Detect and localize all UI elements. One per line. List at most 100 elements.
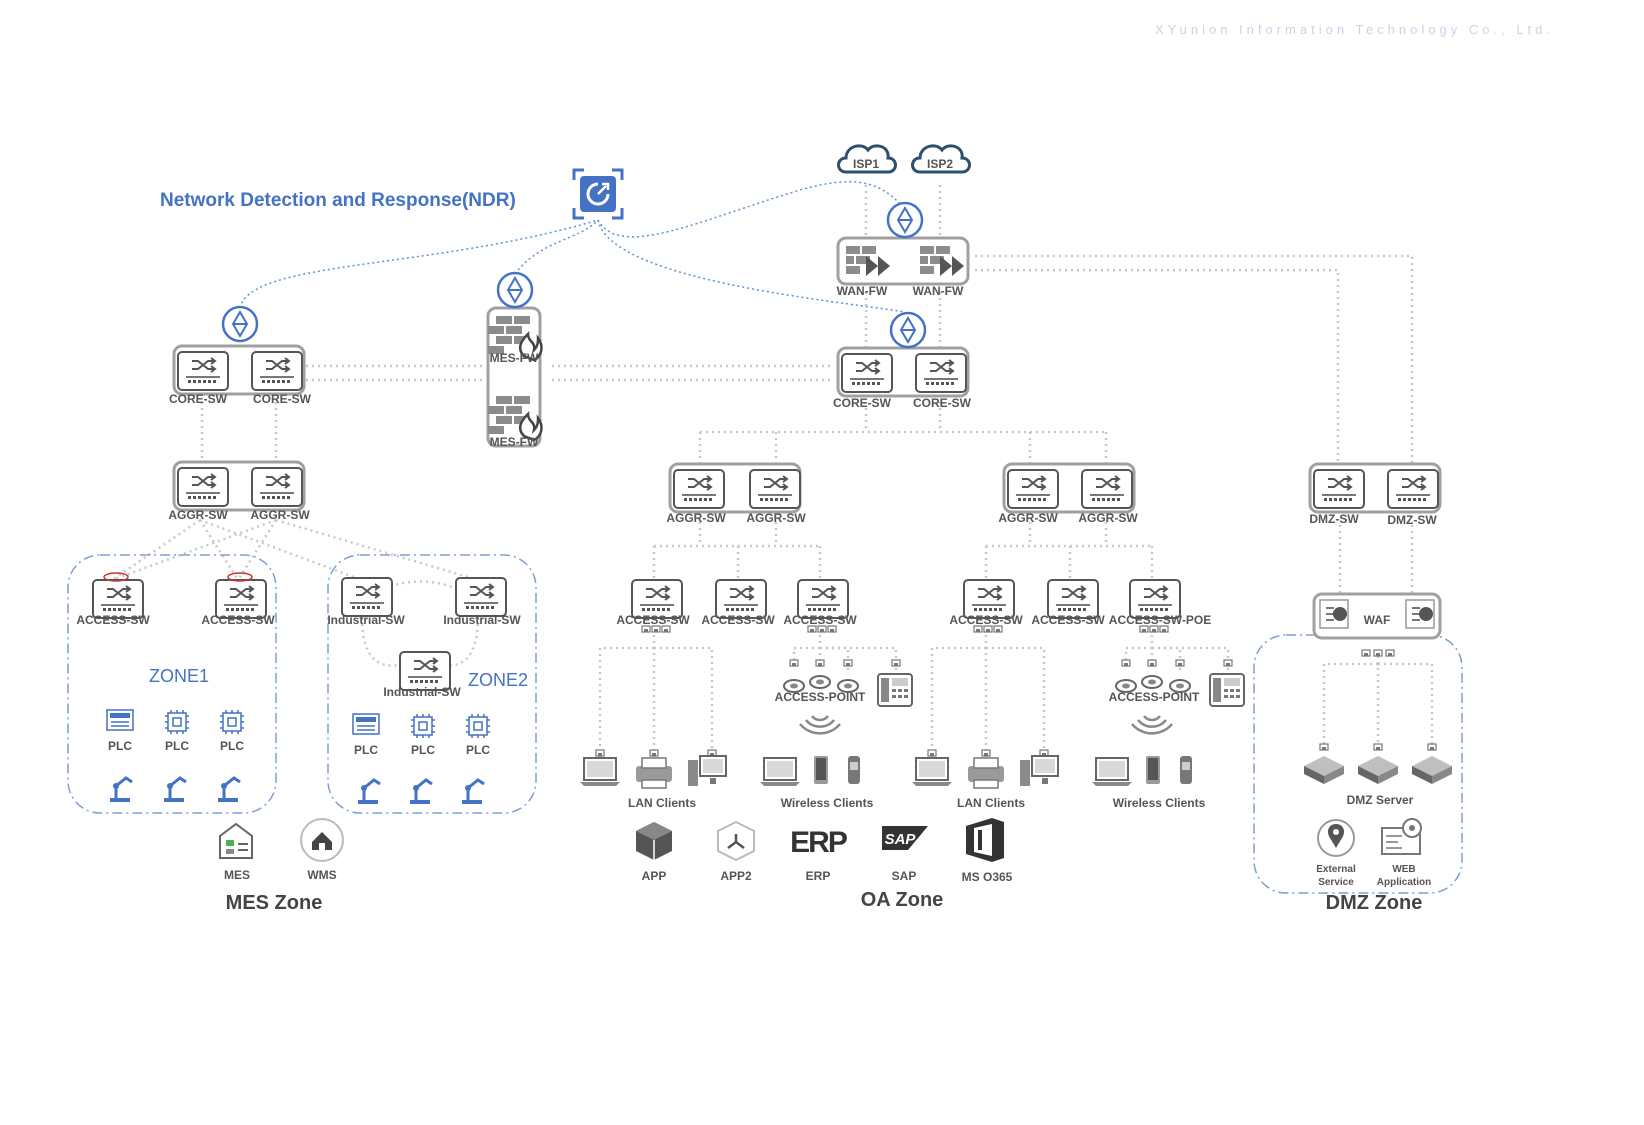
oa-access-sw-5[interactable]: ACCESS-SW xyxy=(1031,579,1105,627)
access-sw-label: ACCESS-SW xyxy=(616,613,690,627)
wireless-clients-right[interactable]: Wireless Clients xyxy=(1091,756,1206,810)
web-application[interactable]: WEB Application xyxy=(1377,818,1431,888)
wan-fw-label-1: WAN-FW xyxy=(837,284,888,298)
access-point-group-right[interactable]: ACCESS-POINT xyxy=(1109,675,1200,735)
robot-arm-icon xyxy=(108,776,134,804)
desktop-icon xyxy=(687,755,727,787)
isp1-cloud[interactable]: ISP1 xyxy=(837,144,897,174)
dmz-zone-box xyxy=(1253,634,1463,894)
switch-icon xyxy=(915,353,967,393)
lan-clients-label: LAN Clients xyxy=(957,796,1025,810)
aggr-sw-label: AGGR-SW xyxy=(1078,511,1138,525)
oa-app-app[interactable]: APP xyxy=(636,822,672,883)
access-point-icon xyxy=(1141,675,1163,689)
mes-fw-label-2: MES-FW xyxy=(490,435,539,449)
plc-icon xyxy=(219,709,245,735)
isp2-cloud[interactable]: ISP2 xyxy=(911,144,971,174)
desktop-icon xyxy=(1019,755,1059,787)
ndr-sensor-icon[interactable] xyxy=(572,168,624,220)
oa-app-erp[interactable]: ERP ERP xyxy=(790,826,849,883)
oa-app-sap[interactable]: SAP SAP xyxy=(882,826,928,883)
lan-clients-right[interactable]: LAN Clients xyxy=(911,755,1059,810)
svg-text:SAP: SAP xyxy=(885,831,917,848)
zone2-plc-3: PLC xyxy=(465,713,491,757)
switch-icon xyxy=(251,467,303,507)
mes-fw-label-1: MES-FW xyxy=(490,351,539,365)
oa-app-label: MS O365 xyxy=(962,870,1013,884)
laptop-icon xyxy=(1091,757,1133,787)
waf[interactable]: WAF xyxy=(1312,592,1442,640)
zone1-title: ZONE1 xyxy=(149,666,209,686)
plc-label: PLC xyxy=(466,743,490,757)
zone2-industrial-sw-2[interactable]: Industrial-SW xyxy=(443,577,521,627)
location-pin-icon xyxy=(1328,824,1344,848)
aggr-sw-label: AGGR-SW xyxy=(998,511,1058,525)
wan-fw-pair[interactable]: WAN-FW WAN-FW xyxy=(836,236,970,298)
oa-access-sw-4[interactable]: ACCESS-SW xyxy=(949,579,1023,627)
wifi-icon xyxy=(798,714,842,735)
zone2-industrial-sw-3[interactable]: Industrial-SW xyxy=(383,651,461,699)
zone1-box xyxy=(67,554,277,814)
wireless-clients-label: Wireless Clients xyxy=(781,796,874,810)
ndr-mirror-links xyxy=(239,181,906,313)
oa-app-ms-o365[interactable]: MS O365 xyxy=(962,818,1013,884)
mes-app-label: MES xyxy=(224,868,250,882)
wireless-clients-left[interactable]: Wireless Clients xyxy=(759,756,874,810)
aggr-sw-label: AGGR-SW xyxy=(746,511,806,525)
port-icons xyxy=(595,625,1437,757)
external-service-label-1: External xyxy=(1316,864,1356,875)
mobile-phone-icon xyxy=(1180,756,1192,784)
traffic-mirror-icon xyxy=(889,311,927,349)
company-name: XYunion Information Technology Co., Ltd. xyxy=(1155,22,1554,37)
plc-label: PLC xyxy=(354,743,378,757)
oa-app-label: SAP xyxy=(892,869,917,883)
oa-access-sw-1[interactable]: ACCESS-SW xyxy=(616,579,690,627)
zone2-title: ZONE2 xyxy=(468,670,528,690)
access-point-label: ACCESS-POINT xyxy=(1109,690,1200,704)
oa-app-label: ERP xyxy=(806,869,831,883)
zone1-plc-2: PLC xyxy=(164,709,190,753)
oa-access-sw-2[interactable]: ACCESS-SW xyxy=(701,579,775,627)
access-sw-label: ACCESS-SW xyxy=(783,613,857,627)
plc-icon xyxy=(352,713,380,735)
ip-phone-icon[interactable] xyxy=(877,673,913,707)
ip-phone-icon[interactable] xyxy=(1209,673,1245,707)
server-icon xyxy=(1304,756,1344,784)
mes-fw-pair[interactable]: MES-FW MES-FW xyxy=(486,306,543,449)
lan-clients-left[interactable]: LAN Clients xyxy=(579,755,727,810)
mes-core-sw-pair[interactable]: CORE-SW CORE-SW xyxy=(169,344,312,406)
oa-app-label: APP xyxy=(642,869,667,883)
zone1-access-sw-1[interactable]: ACCESS-SW xyxy=(76,572,150,627)
dmz-servers[interactable]: DMZ Server xyxy=(1304,756,1452,807)
switch-icon xyxy=(177,351,229,391)
zone2-industrial-sw-1[interactable]: Industrial-SW xyxy=(327,577,405,627)
robot-arm-icon xyxy=(356,778,382,806)
oa-aggr-sw-pair-left[interactable]: AGGR-SW AGGR-SW xyxy=(666,462,806,525)
switch-icon xyxy=(749,469,801,509)
external-service[interactable]: External Service xyxy=(1316,819,1356,888)
ndr-title: Network Detection and Response(NDR) xyxy=(160,190,516,211)
waf-label: WAF xyxy=(1364,613,1391,627)
oa-zone-title: OA Zone xyxy=(861,889,944,911)
oa-aggr-sw-pair-right[interactable]: AGGR-SW AGGR-SW xyxy=(998,462,1138,525)
external-service-label-2: Service xyxy=(1318,877,1354,888)
wireless-clients-label: Wireless Clients xyxy=(1113,796,1206,810)
wms-app[interactable]: WMS xyxy=(300,818,344,882)
oa-access-sw-3[interactable]: ACCESS-SW xyxy=(783,579,857,627)
switch-icon xyxy=(673,469,725,509)
oa-app-app2[interactable]: APP2 xyxy=(717,820,755,883)
zone1-access-sw-2[interactable]: ACCESS-SW xyxy=(201,572,275,627)
phone-icon xyxy=(1146,756,1160,784)
oa-access-sw-poe[interactable]: ACCESS-SW-POE xyxy=(1109,579,1211,627)
access-point-icon xyxy=(809,675,831,689)
mes-aggr-sw-pair[interactable]: AGGR-SW AGGR-SW xyxy=(168,460,310,522)
dmz-sw-pair[interactable]: DMZ-SW DMZ-SW xyxy=(1308,462,1442,527)
oa-core-sw-pair[interactable]: CORE-SW CORE-SW xyxy=(833,346,972,410)
isp1-label: ISP1 xyxy=(853,157,879,171)
zone2-plc-2: PLC xyxy=(410,713,436,757)
mes-core-label-1: CORE-SW xyxy=(169,392,228,406)
robot-arm-icon xyxy=(162,776,188,804)
access-point-group-left[interactable]: ACCESS-POINT xyxy=(775,675,866,735)
printer-icon xyxy=(967,757,1005,789)
mes-app[interactable]: MES xyxy=(219,822,253,882)
